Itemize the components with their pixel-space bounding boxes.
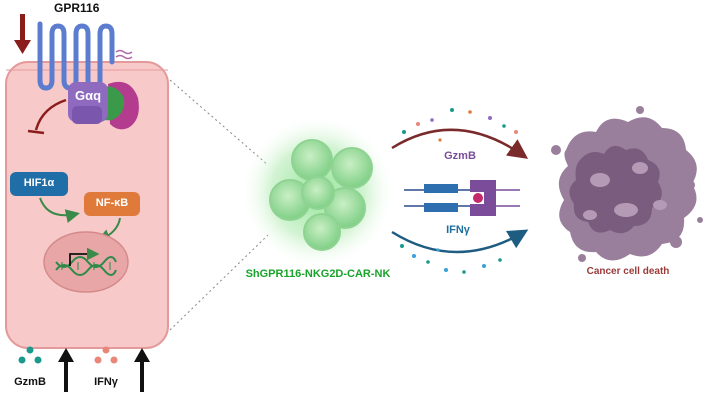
g-protein-complex xyxy=(68,81,139,130)
up-arrow-icon xyxy=(134,348,150,392)
zoom-lines xyxy=(169,79,269,331)
dna-icon xyxy=(55,256,117,276)
activation-arrow-icon xyxy=(39,197,80,223)
nucleus xyxy=(43,231,129,293)
ifng-center-label: IFNγ xyxy=(446,224,470,236)
up-arrow-icon xyxy=(58,348,74,392)
car-construct-icon xyxy=(404,180,520,216)
gzmb-center-label: GzmB xyxy=(444,150,476,162)
ifng-arrow xyxy=(391,229,529,254)
nfkb-box xyxy=(84,192,140,216)
gpr116-label: GPR116 xyxy=(54,1,100,15)
ifng-dots xyxy=(94,346,118,364)
galpha-label: Gαq xyxy=(74,88,102,103)
cancer-death-label: Cancer cell death xyxy=(586,266,670,277)
down-arrow-icon xyxy=(14,14,31,54)
gpr116-receptor xyxy=(37,21,115,91)
gzmb-dots xyxy=(18,346,42,364)
ifng-bottom-label: IFNγ xyxy=(94,376,118,388)
hif1a-label: HIF1α xyxy=(23,177,55,189)
receptor-tail xyxy=(115,49,133,60)
gzmb-release-dots xyxy=(402,108,518,142)
hif1a-box xyxy=(10,172,68,196)
ifng-release-dots xyxy=(400,244,502,274)
gzmb-bottom-label: GzmB xyxy=(14,376,46,388)
nk-cell-cluster xyxy=(240,114,396,270)
inhibition-icon xyxy=(27,98,67,135)
promoter-arrow-icon xyxy=(69,247,100,266)
nfkb-label: NF-κB xyxy=(95,197,129,209)
gzmb-arrow xyxy=(391,128,529,159)
nk-cell-label: ShGPR116-NKG2D-CAR-NK xyxy=(245,268,391,280)
cancer-cell-mass xyxy=(551,106,703,262)
